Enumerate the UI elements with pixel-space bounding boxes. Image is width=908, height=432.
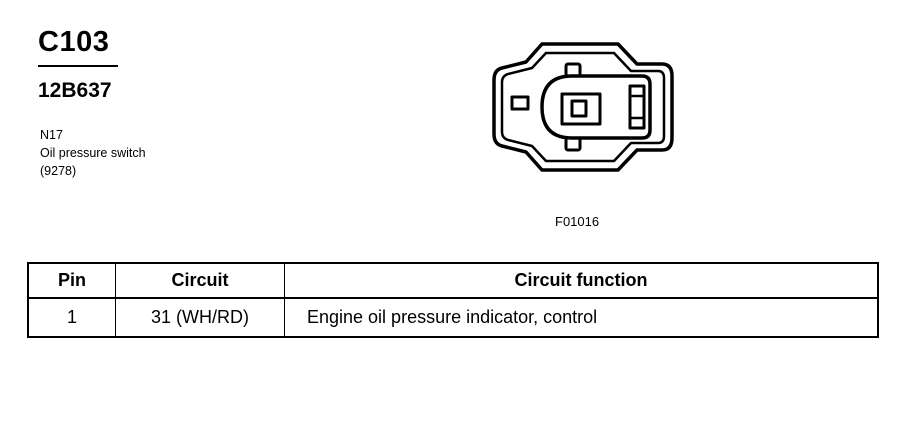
connector-id: C103	[38, 26, 110, 58]
cell-pin: 1	[27, 297, 116, 338]
header-pin: Pin	[27, 262, 116, 299]
table-header-row: Pin Circuit Circuit function	[27, 262, 879, 299]
connector-face-icon	[492, 42, 674, 172]
table-row: 1 31 (WH/RD) Engine oil pressure indicat…	[27, 297, 879, 338]
component-info: N17 Oil pressure switch (9278)	[40, 126, 146, 180]
part-number: 12B637	[38, 79, 112, 102]
connector-id-underline	[38, 65, 118, 67]
cell-circuit-function: Engine oil pressure indicator, control	[284, 297, 879, 338]
header-circuit: Circuit	[115, 262, 285, 299]
figure-code: F01016	[555, 214, 600, 229]
component-name: Oil pressure switch	[40, 146, 146, 160]
component-code: N17	[40, 128, 63, 142]
header-circuit-function: Circuit function	[284, 262, 879, 299]
pin-table: Pin Circuit Circuit function 1 31 (WH/RD…	[27, 262, 879, 338]
component-ref: (9278)	[40, 164, 77, 178]
cell-circuit: 31 (WH/RD)	[115, 297, 285, 338]
